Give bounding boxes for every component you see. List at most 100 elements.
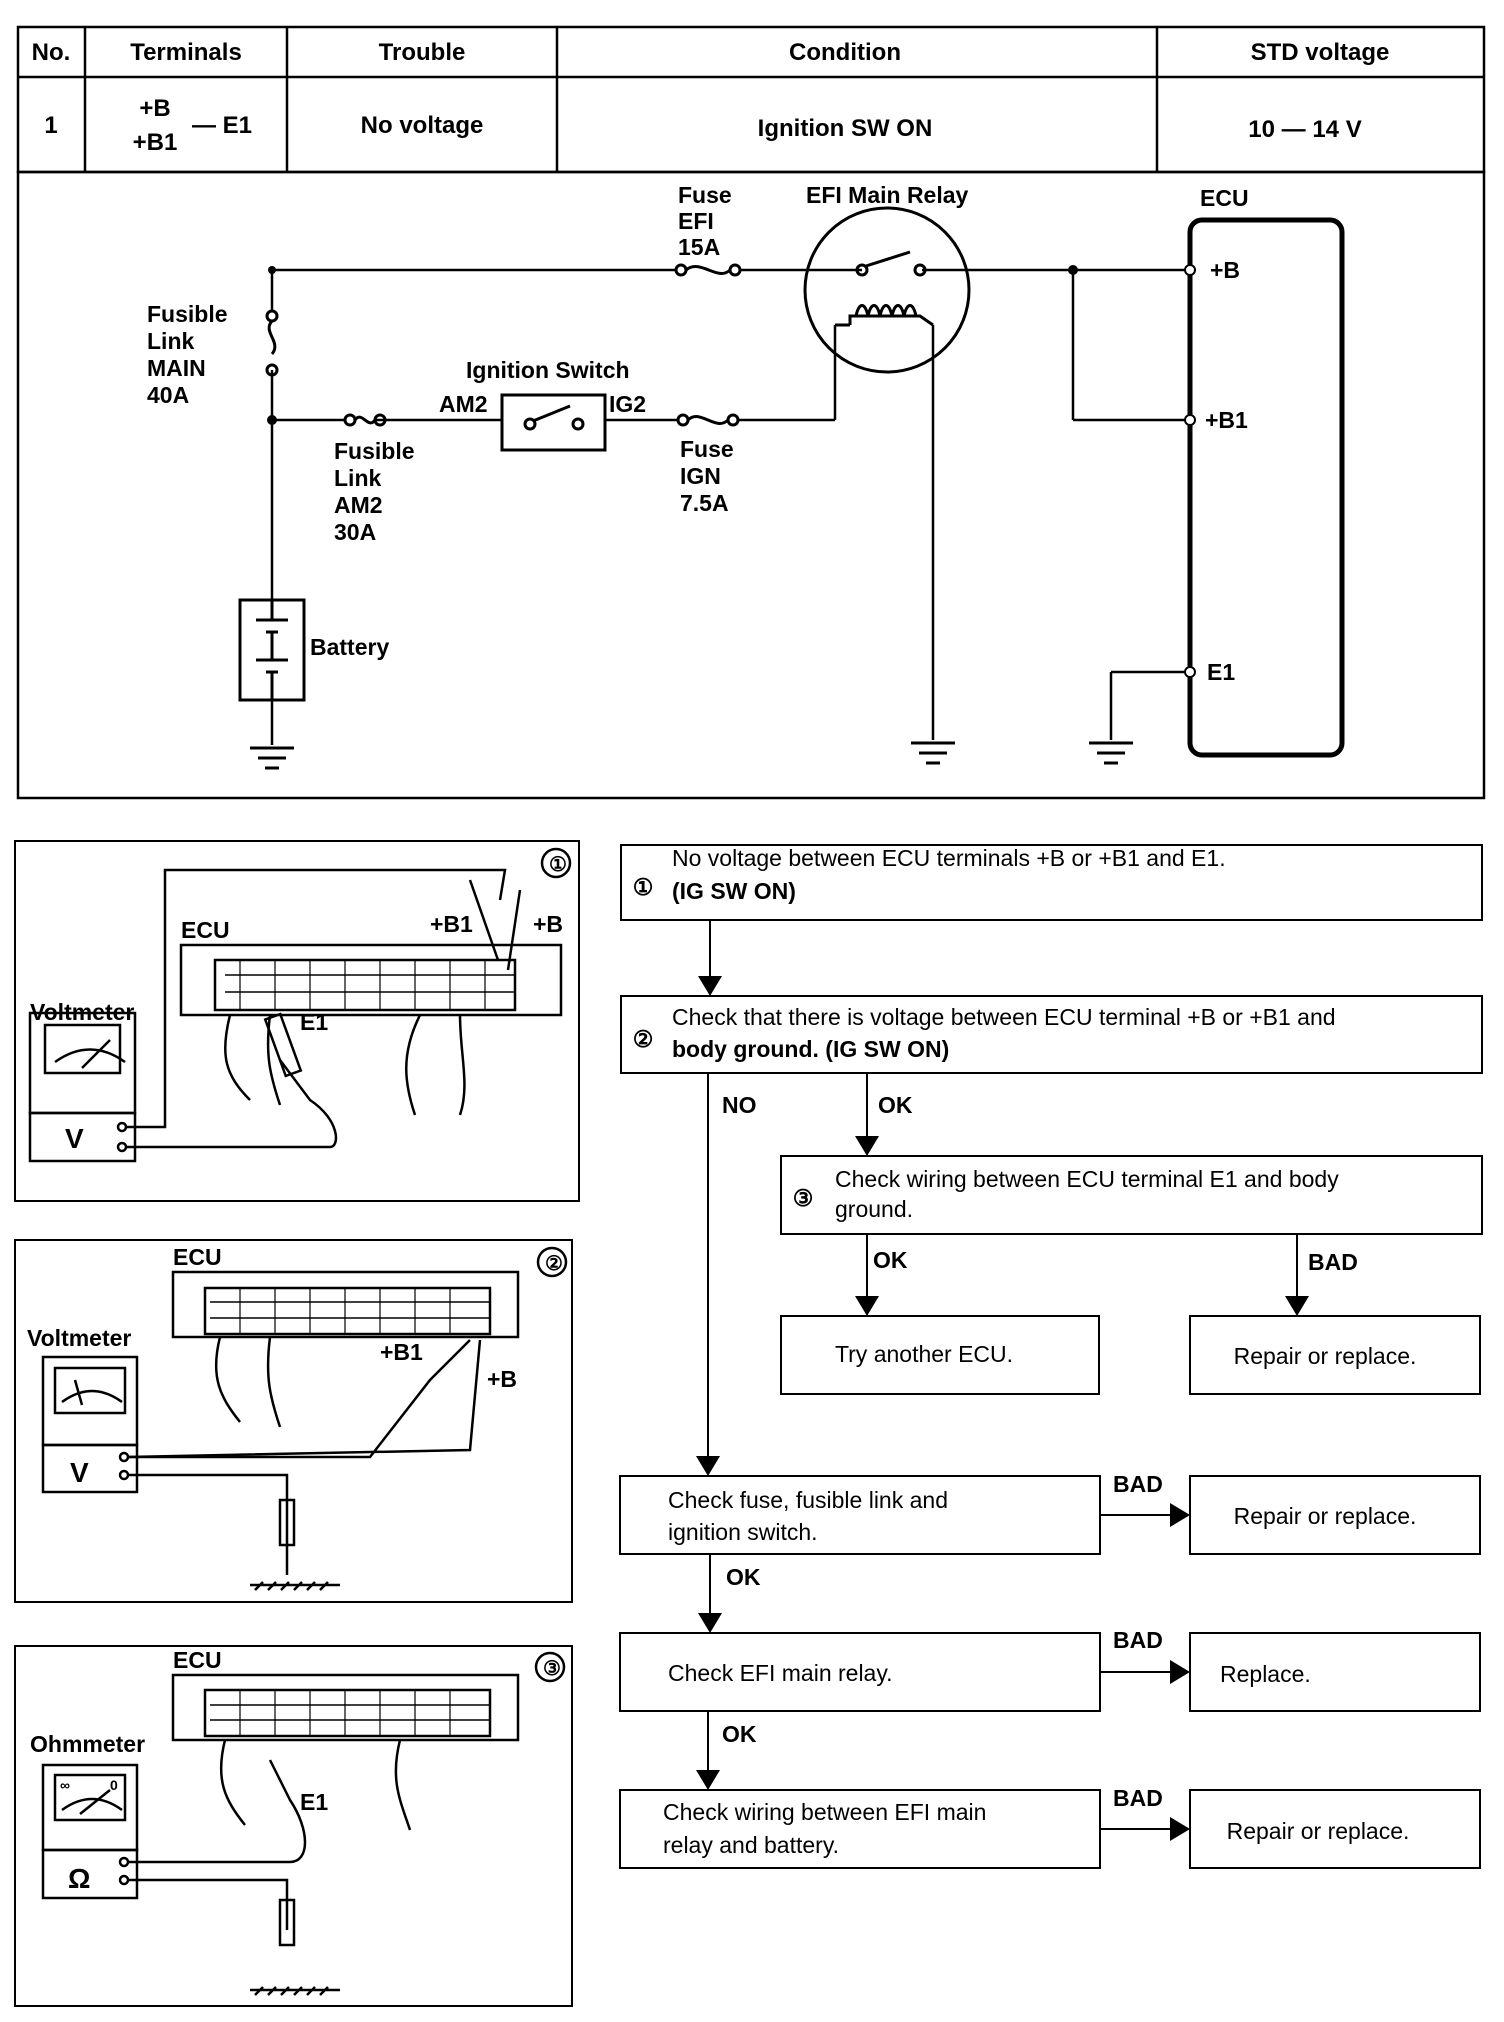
flow-step1-line1: No voltage between ECU terminals +B or +… [672,845,1226,871]
cell-std-voltage: 10 — 14 V [1248,116,1361,143]
fuse-ign-label-2: IGN [680,463,721,489]
ecu-box [1187,217,1345,758]
panel-2-number: ② [545,1253,563,1275]
flow-step2-line2: body ground. (IG SW ON) [672,1036,949,1062]
ecu-pin-b-label: +B [1210,257,1240,283]
flow-repair-3: Repair or replace. [1227,1818,1410,1844]
fuse-efi-icon [674,263,742,277]
ecu-pins [1184,264,1196,678]
ecu-pin-b1-label: +B1 [1205,407,1248,433]
panel-2-meter-symbol: V [70,1457,89,1488]
panel-2-probe-b1: +B1 [380,1339,423,1365]
efi-main-relay-icon [803,206,971,374]
fuse-ign-icon [676,413,740,427]
cell-no: 1 [44,112,57,139]
fusible-am2-label-1: Fusible [334,438,415,464]
flow-check-fuse-line2: ignition switch. [668,1519,818,1545]
flow-label-bad-relay: BAD [1113,1627,1163,1653]
panel-3: ③ ECU Ohmmeter Ω ∞ 0 E1 [14,1645,573,2007]
battery-label: Battery [310,634,389,660]
panel-1-ecu: ECU [181,917,230,943]
header-terminals: Terminals [130,39,242,66]
flow-try-ecu: Try another ECU. [835,1341,1013,1367]
flow-step2-line1: Check that there is voltage between ECU … [672,1004,1336,1030]
flow-check-relay: Check EFI main relay. [668,1660,893,1686]
cell-trouble: No voltage [361,112,484,139]
panel-1-number: ① [549,854,567,876]
panel-1-meter: Voltmeter [30,999,134,1025]
panel-2-meter: Voltmeter [27,1325,131,1351]
efi-main-relay-label: EFI Main Relay [806,182,969,208]
fusible-main-label-2: Link [147,328,194,354]
ecu-label: ECU [1200,185,1249,211]
spec-table [16,25,1486,800]
am2-label: AM2 [439,391,488,417]
fusible-main-label-3: MAIN [147,355,206,381]
fusible-am2-label-2: Link [334,465,381,491]
battery-icon [238,598,306,702]
flow-step1-number: ① [633,874,654,900]
ecu-pin-e1-label: E1 [1207,659,1235,685]
panel-2-probe-b: +B [487,1366,517,1392]
flow-repair-2: Repair or replace. [1234,1503,1417,1529]
flow-label-bad-fuse: BAD [1113,1471,1163,1497]
panel-1-meter-symbol: V [65,1123,84,1154]
panel-1-probe-e1: E1 [300,1009,328,1035]
panel-3-ecu: ECU [173,1647,222,1673]
cell-terminal-e1: — E1 [192,112,252,139]
flow-check-wiring-line1: Check wiring between EFI main [663,1799,986,1825]
flow-label-ok-fuse: OK [726,1564,761,1590]
panel-3-meter-symbol: Ω [68,1863,90,1894]
junction-dots [267,265,1078,425]
flow-label-no: NO [722,1092,757,1118]
panel-3-scale-right: 0 [110,1777,118,1793]
ground-icon [250,741,1133,770]
fusible-main-label-1: Fusible [147,301,228,327]
cell-terminal-b1: +B1 [133,129,178,156]
fusible-am2-label-4: 30A [334,519,376,545]
fusible-main-label-4: 40A [147,382,189,408]
fusible-am2-label-3: AM2 [334,492,383,518]
cell-condition: Ignition SW ON [758,115,933,142]
flow-step3-line2: ground. [835,1196,913,1222]
fuse-ign-label-1: Fuse [680,436,734,462]
fusible-link-main-icon [265,309,279,377]
fuse-efi-label-2: EFI [678,208,714,234]
flow-label-ok-step3: OK [873,1247,908,1273]
header-trouble: Trouble [379,39,466,66]
fusible-link-am2-icon [343,413,387,427]
flow-label-bad-step3: BAD [1308,1249,1358,1275]
ignition-switch-icon [500,393,607,452]
panel-3-meter: Ohmmeter [30,1731,145,1757]
flow-step1-line2: (IG SW ON) [672,878,796,904]
panel-3-number: ③ [543,1658,561,1680]
panel-3-scale-left: ∞ [60,1777,70,1793]
panel-2: ② ECU Voltmeter V +B1 +B [14,1239,573,1603]
panel-1-probe-b: +B [533,911,563,937]
header-no: No. [32,39,71,66]
flowchart-arrows [696,920,1309,1841]
panel-2-ecu: ECU [173,1244,222,1270]
ig2-label: IG2 [609,391,646,417]
flow-label-ok-step2: OK [878,1092,913,1118]
panel-3-probe-e1: E1 [300,1789,328,1815]
flow-repair-1: Repair or replace. [1234,1343,1417,1369]
header-condition: Condition [789,39,901,66]
fuse-efi-label-3: 15A [678,234,720,260]
fuse-ign-label-3: 7.5A [680,490,729,516]
panel-1-probe-b1: +B1 [430,911,473,937]
ignition-switch-label: Ignition Switch [466,357,630,383]
flow-replace: Replace. [1220,1661,1311,1687]
flow-label-ok-relay: OK [722,1721,757,1747]
header-std-voltage: STD voltage [1251,39,1390,66]
flow-label-bad-wiring: BAD [1113,1785,1163,1811]
flow-step2-number: ② [633,1026,654,1052]
flow-check-wiring-line2: relay and battery. [663,1832,839,1858]
panel-1: ① ECU Voltmeter V +B1 +B E1 [14,840,580,1202]
fuse-efi-label-1: Fuse [678,182,732,208]
circuit-wiring [270,268,1190,745]
flow-step3-number: ③ [793,1185,814,1211]
flow-check-fuse-line1: Check fuse, fusible link and [668,1487,948,1513]
cell-terminal-b: +B [139,95,170,122]
